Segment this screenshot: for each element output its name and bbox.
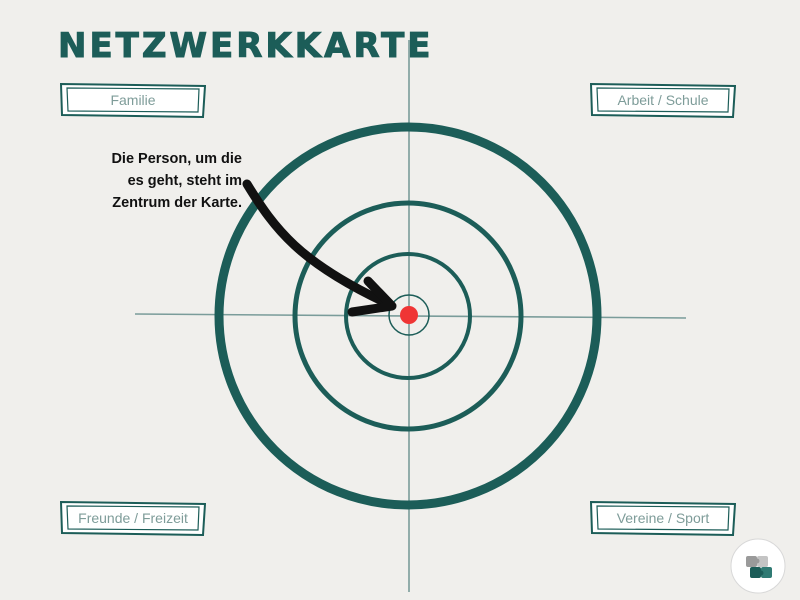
label-friends-text: Freunde / Freizeit — [78, 510, 188, 526]
label-work: Arbeit / Schule — [590, 82, 736, 118]
wooden-sign-frame — [590, 82, 736, 118]
wooden-sign-frame — [60, 82, 206, 118]
inner-ring — [344, 252, 472, 380]
arrow-shaft — [242, 179, 389, 307]
outer-ring — [214, 122, 602, 510]
label-clubs-text: Vereine / Sport — [616, 510, 710, 526]
label-clubs: Vereine / Sport — [590, 500, 736, 536]
label-friends: Freunde / Freizeit — [60, 500, 206, 536]
middle-ring — [292, 200, 524, 432]
page-title: NETZWERKKARTE — [58, 26, 434, 67]
label-work-text: Arbeit / Schule — [617, 92, 709, 108]
label-family-text: Familie — [110, 92, 156, 108]
wooden-sign-frame — [590, 500, 736, 536]
center-ring — [388, 294, 430, 336]
label-family: Familie — [60, 82, 206, 118]
arrow-head — [347, 276, 397, 317]
center-person-dot — [400, 306, 418, 324]
explanation-note: Die Person, um die es geht, steht im Zen… — [111, 151, 242, 211]
puzzle-logo-icon — [730, 538, 786, 594]
wooden-sign-frame — [60, 500, 206, 536]
